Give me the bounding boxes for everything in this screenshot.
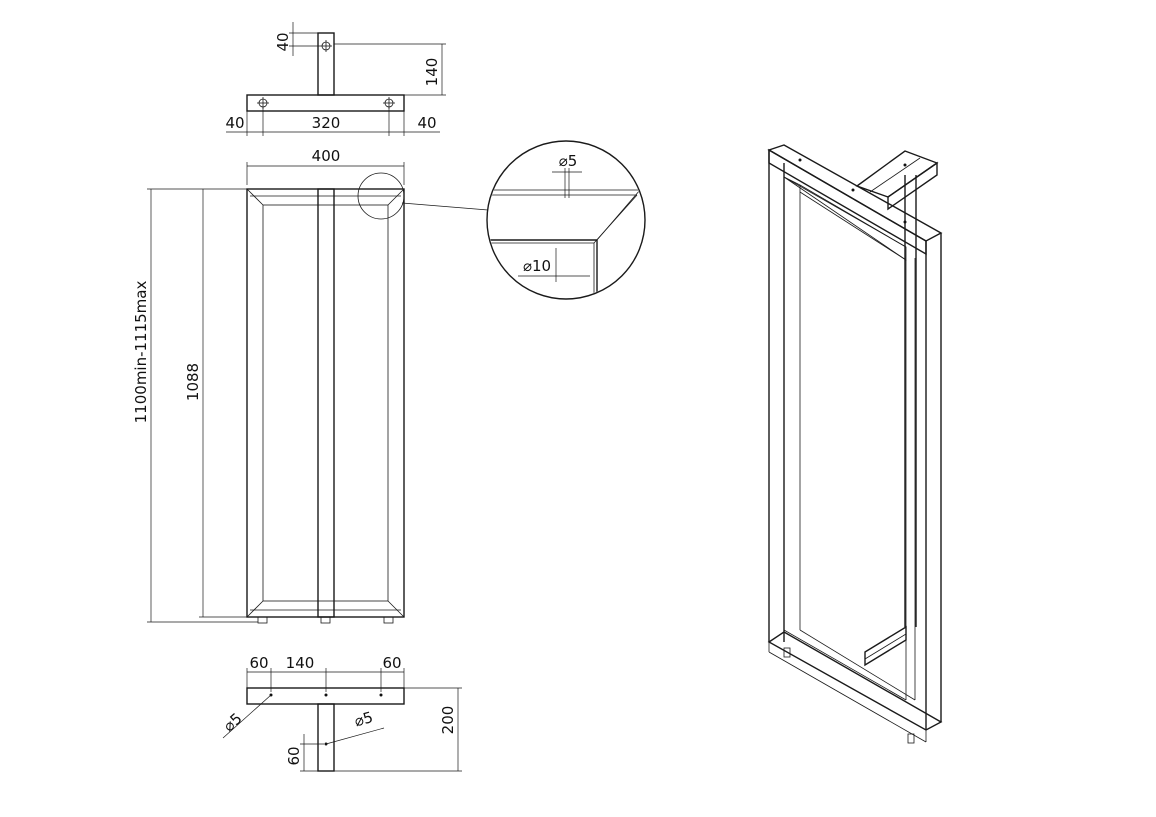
top-view: 40 140 40 320 40: [225, 22, 446, 136]
dim-front-width: 400: [246, 147, 405, 185]
frame-inner: [262, 204, 389, 602]
dim-top-horizontal: 40 320 40: [225, 107, 440, 136]
isometric-view: [767, 144, 943, 744]
svg-text:140: 140: [286, 654, 315, 672]
foot-right: [383, 616, 394, 624]
svg-text:40: 40: [417, 114, 436, 132]
dim-bottom-horizontal: 60 140 60: [246, 654, 405, 692]
dim-bottom-height: 200: [334, 687, 462, 772]
detail-view: ⌀5 ⌀10: [401, 140, 646, 300]
front-view: 400 1100min-1115max 1088: [132, 147, 405, 624]
svg-text:200: 200: [439, 706, 457, 735]
svg-text:1100min-1115max: 1100min-1115max: [132, 281, 150, 424]
dim-front-total-height: 1100min-1115max: [132, 188, 258, 623]
svg-text:400: 400: [312, 147, 341, 165]
dim-top-height: 140: [334, 43, 446, 96]
detail-circle: [486, 140, 646, 300]
svg-text:1088: 1088: [184, 363, 202, 401]
foot-left: [257, 616, 268, 624]
svg-text:40: 40: [225, 114, 244, 132]
svg-text:60: 60: [249, 654, 268, 672]
svg-text:⌀5: ⌀5: [220, 709, 246, 735]
detail-callout-circle: [357, 172, 405, 220]
dim-bottom-stem: 60: [285, 734, 324, 772]
foot-center: [320, 616, 331, 624]
frame-outer: [246, 188, 405, 618]
dim-bottom-hole-left: ⌀5: [220, 694, 272, 739]
detail-top-hole-label: ⌀5: [559, 152, 578, 170]
svg-text:⌀5: ⌀5: [352, 708, 375, 730]
svg-text:60: 60: [285, 746, 303, 765]
detail-side-hole-label: ⌀10: [523, 257, 551, 275]
svg-text:320: 320: [312, 114, 341, 132]
bottom-view-stem: [317, 703, 335, 772]
bottom-view: 60 140 60 ⌀5 ⌀5 200 60: [220, 654, 462, 772]
dim-front-frame-height: 1088: [184, 189, 247, 618]
svg-text:40: 40: [274, 32, 292, 51]
dim-top-offset: 40: [274, 22, 320, 56]
top-view-bar: [246, 94, 405, 112]
svg-text:140: 140: [423, 58, 441, 87]
dim-bottom-hole-center: ⌀5: [325, 708, 385, 745]
center-post: [317, 188, 335, 618]
svg-text:60: 60: [382, 654, 401, 672]
